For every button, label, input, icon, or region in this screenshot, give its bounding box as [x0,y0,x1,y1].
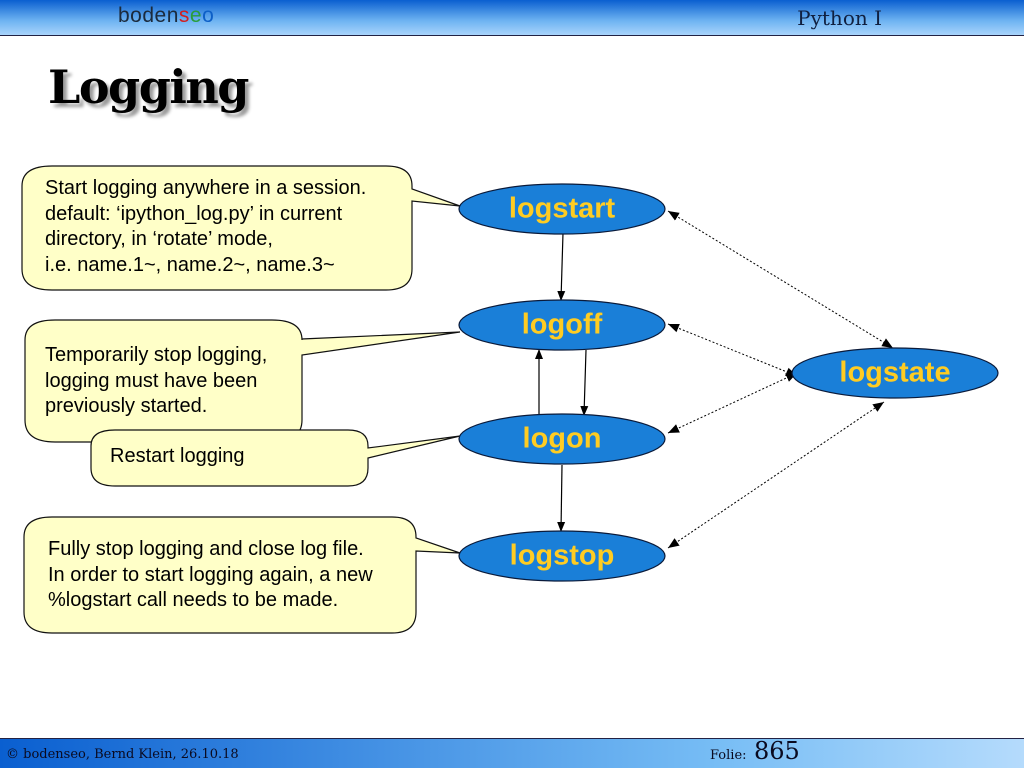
header-bar: bodenseo Python I [0,0,1024,36]
node-logstart [458,183,666,235]
footer-bar: © bodenseo, Bernd Klein, 26.10.18 Folie:… [0,737,1024,768]
node-logstate-label: logstate [839,356,951,389]
logo-part-s: s [178,4,190,27]
footer-copyright: © bodenseo, Bernd Klein, 26.10.18 [6,747,239,762]
callout-logstop-bubble [23,516,461,634]
logo-part-o: o [202,4,215,27]
callout-logoff-text: Temporarily stop logging, logging must h… [45,344,268,417]
node-logon [458,413,666,465]
dotted-arrow-logstop-logstate [667,401,885,549]
footer-folie-label: Folie: [710,748,747,763]
arrow-logoff-to-logon [580,349,589,416]
arrow-logstart-to-logoff [557,232,566,301]
node-logstop [458,530,666,582]
dotted-arrow-logon-logstate [667,372,798,434]
callout-logstop-text: Fully stop logging and close log file. I… [48,538,373,611]
node-logon-label: logon [522,422,602,455]
callout-logstart-text: Start logging anywhere in a session. def… [45,177,367,276]
dotted-arrow-logoff-logstate [667,323,798,377]
callout-logstart-bubble [21,165,461,291]
arrow-logon-to-logstop [557,464,566,532]
slide-title: Logging [48,60,249,114]
node-logstart-label: logstart [508,192,616,225]
footer-folie-number: 865 [754,737,800,765]
logo-part-e: e [189,4,203,27]
dotted-arrow-logstart-logstate [667,210,894,349]
callout-logon-text: Restart logging [110,445,245,467]
node-logstate [791,347,999,399]
callout-logon-bubble [90,429,461,487]
course-title: Python I [797,6,882,30]
logo-part-boden: boden [118,4,179,27]
node-logoff-label: logoff [521,308,603,341]
node-logoff [458,299,666,351]
node-logstop-label: logstop [509,539,615,572]
bodenseo-logo: bodenseo [118,4,214,28]
